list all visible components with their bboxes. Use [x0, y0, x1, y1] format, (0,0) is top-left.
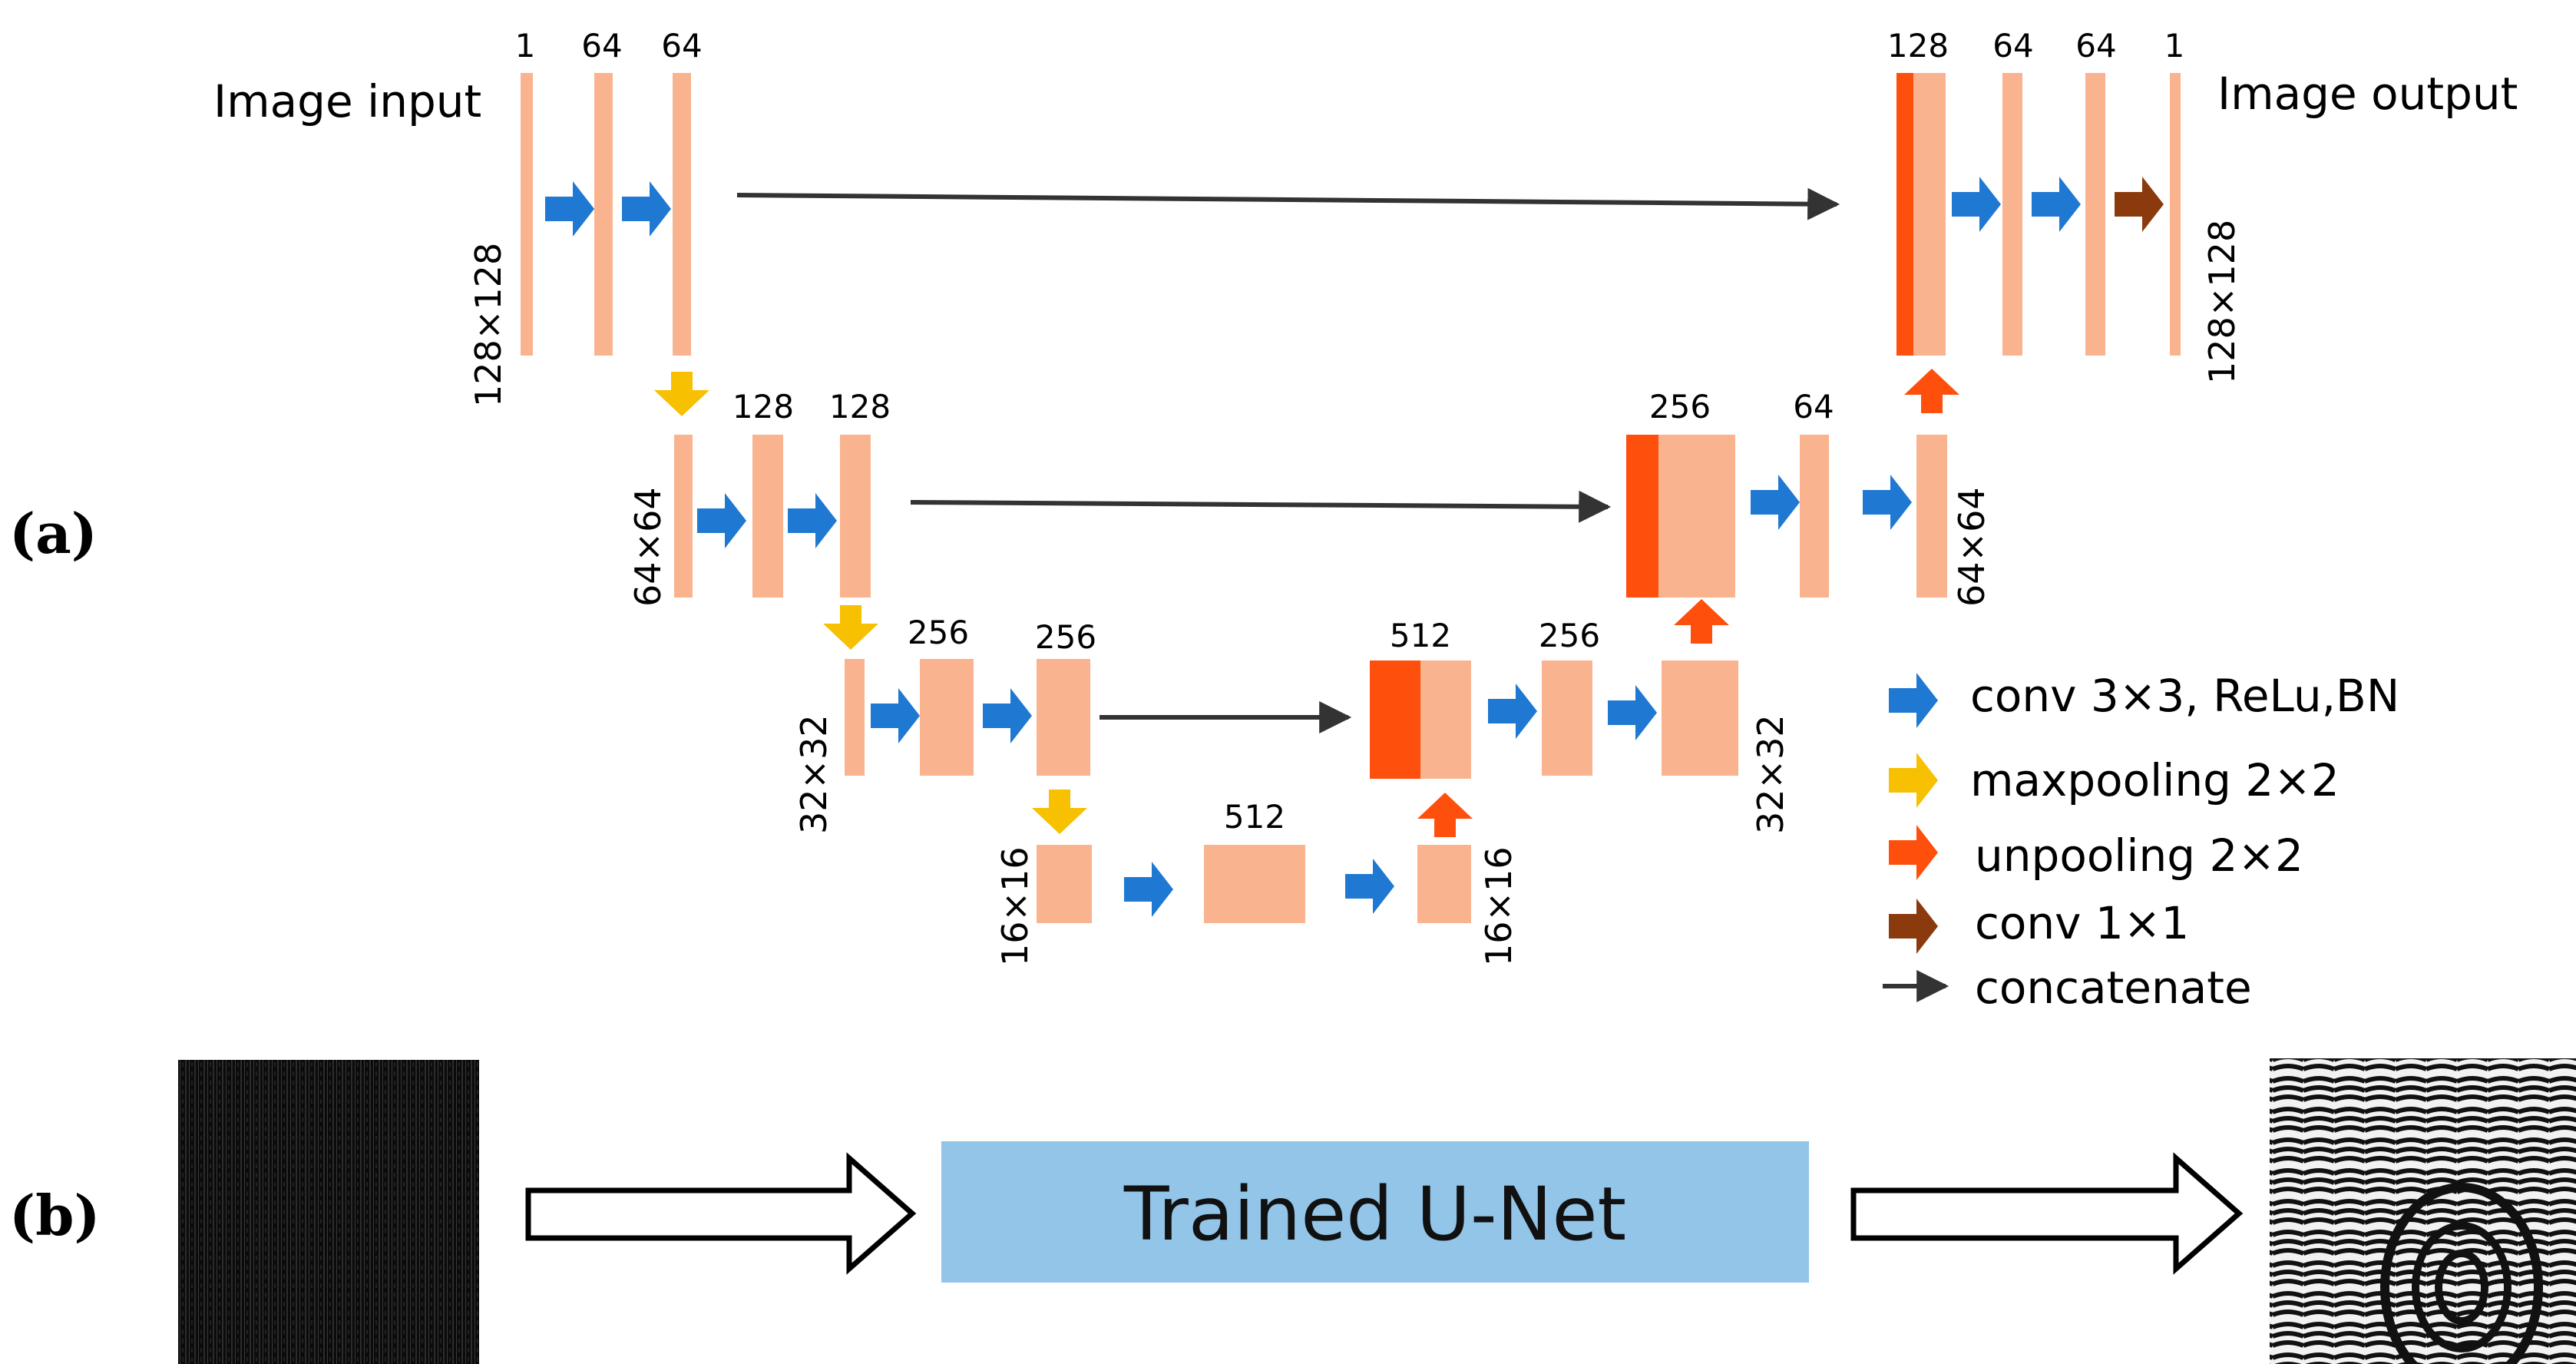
feature-map	[2002, 73, 2022, 356]
channel-label: 64	[581, 27, 622, 65]
legend-label: unpooling 2×2	[1975, 829, 2303, 882]
unpool-arrow-icon	[1417, 793, 1473, 837]
conv3x3-arrow-icon	[622, 181, 671, 237]
feature-map	[674, 435, 693, 598]
channel-label: 256	[1649, 388, 1711, 425]
panel-label-a: (a)	[9, 501, 98, 566]
feature-map	[1913, 73, 1946, 356]
channel-label: 128	[732, 388, 794, 425]
feature-map	[1420, 660, 1471, 779]
conv1x1-arrow-icon	[2115, 177, 2164, 232]
feature-map	[1204, 845, 1305, 923]
conv3x3-arrow-icon	[1488, 684, 1537, 739]
feature-map	[840, 435, 871, 598]
channel-label: 64	[1992, 27, 2033, 65]
feature-map	[1542, 660, 1592, 776]
conv3x3-arrow-icon	[1863, 475, 1912, 530]
feature-map	[1037, 659, 1090, 776]
conv3x3-arrow-icon	[545, 181, 594, 237]
maxpool-arrow-icon	[1889, 753, 1938, 808]
input-speckle-image	[178, 1060, 479, 1364]
concat-block	[1896, 73, 1913, 356]
legend-label: concatenate	[1975, 962, 2252, 1014]
channel-label: 1	[515, 27, 536, 65]
feature-map	[752, 435, 783, 598]
conv3x3-arrow-icon	[2032, 177, 2081, 232]
conv3x3-arrow-icon	[1952, 177, 2001, 232]
conv3x3-arrow-icon	[1751, 475, 1800, 530]
legend-label: maxpooling 2×2	[1970, 754, 2340, 806]
dimension-label: 32×32	[1750, 714, 1791, 834]
concat-line	[910, 490, 1612, 523]
concat-line	[736, 187, 1840, 220]
legend: conv 3×3, ReLu,BN maxpooling 2×2 unpooli…	[1883, 670, 2399, 1014]
feature-map	[2170, 73, 2181, 356]
channel-label: 256	[1539, 617, 1600, 654]
channel-label: 256	[908, 614, 969, 651]
unpool-arrow-icon	[1674, 599, 1729, 644]
dimension-label: 64×64	[1951, 487, 1992, 607]
channel-label: 64	[2075, 27, 2116, 65]
conv3x3-arrow-icon	[1889, 673, 1938, 728]
maxpool-arrow-icon	[1032, 790, 1087, 834]
feature-map	[594, 73, 613, 356]
concat-block	[1370, 660, 1420, 779]
dimension-label: 64×64	[627, 487, 669, 607]
conv3x3-arrow-icon	[871, 688, 920, 743]
conv3x3-arrow-icon	[1345, 859, 1394, 914]
conv3x3-arrow-icon	[697, 493, 746, 548]
channel-label: 64	[1793, 388, 1834, 425]
conv3x3-arrow-icon	[983, 688, 1032, 743]
legend-label: conv 1×1	[1975, 897, 2189, 949]
channel-label: 64	[661, 27, 702, 65]
conv3x3-arrow-icon	[1124, 862, 1173, 917]
trained-unet-label: Trained U-Net	[1123, 1171, 1626, 1257]
channel-label: 512	[1224, 798, 1285, 836]
trained-unet-box	[941, 1141, 1809, 1283]
feature-map	[920, 659, 974, 776]
panel-label-b: (b)	[9, 1183, 100, 1248]
channel-label: 1	[2164, 27, 2185, 65]
conv3x3-arrow-icon	[788, 493, 837, 548]
feature-map	[1662, 660, 1738, 776]
image-input-label: Image input	[213, 75, 481, 127]
hollow-arrow-icon	[525, 1152, 917, 1275]
conv3x3-arrow-icon	[1608, 685, 1657, 740]
feature-map	[1916, 435, 1947, 598]
dimension-label: 32×32	[793, 714, 835, 834]
feature-map	[1658, 435, 1735, 598]
channel-label: 512	[1390, 617, 1451, 654]
image-output-label: Image output	[2217, 68, 2518, 120]
channel-label: 128	[829, 388, 891, 425]
feature-map	[521, 73, 533, 356]
channel-label: 256	[1035, 618, 1096, 656]
dimension-label: 16×16	[1478, 846, 1519, 966]
feature-map	[1800, 435, 1829, 598]
maxpool-arrow-icon	[823, 605, 878, 650]
channel-label: 128	[1887, 27, 1949, 65]
concat-block	[1626, 435, 1658, 598]
feature-map	[2085, 73, 2105, 356]
conv1x1-arrow-icon	[1889, 899, 1938, 954]
output-fingerprint-image	[2270, 1058, 2576, 1364]
unpool-arrow-icon	[1889, 825, 1938, 880]
dimension-label: 128×128	[2201, 220, 2243, 384]
feature-map	[845, 659, 865, 776]
dimension-label: 16×16	[994, 846, 1036, 966]
legend-label: conv 3×3, ReLu,BN	[1970, 670, 2399, 722]
dimension-label: 128×128	[468, 243, 509, 407]
feature-map	[673, 73, 691, 356]
unpool-arrow-icon	[1904, 369, 1959, 413]
hollow-arrow-icon	[1850, 1152, 2244, 1275]
feature-map	[1417, 845, 1471, 923]
maxpool-arrow-icon	[654, 372, 709, 416]
feature-map	[1037, 845, 1092, 923]
